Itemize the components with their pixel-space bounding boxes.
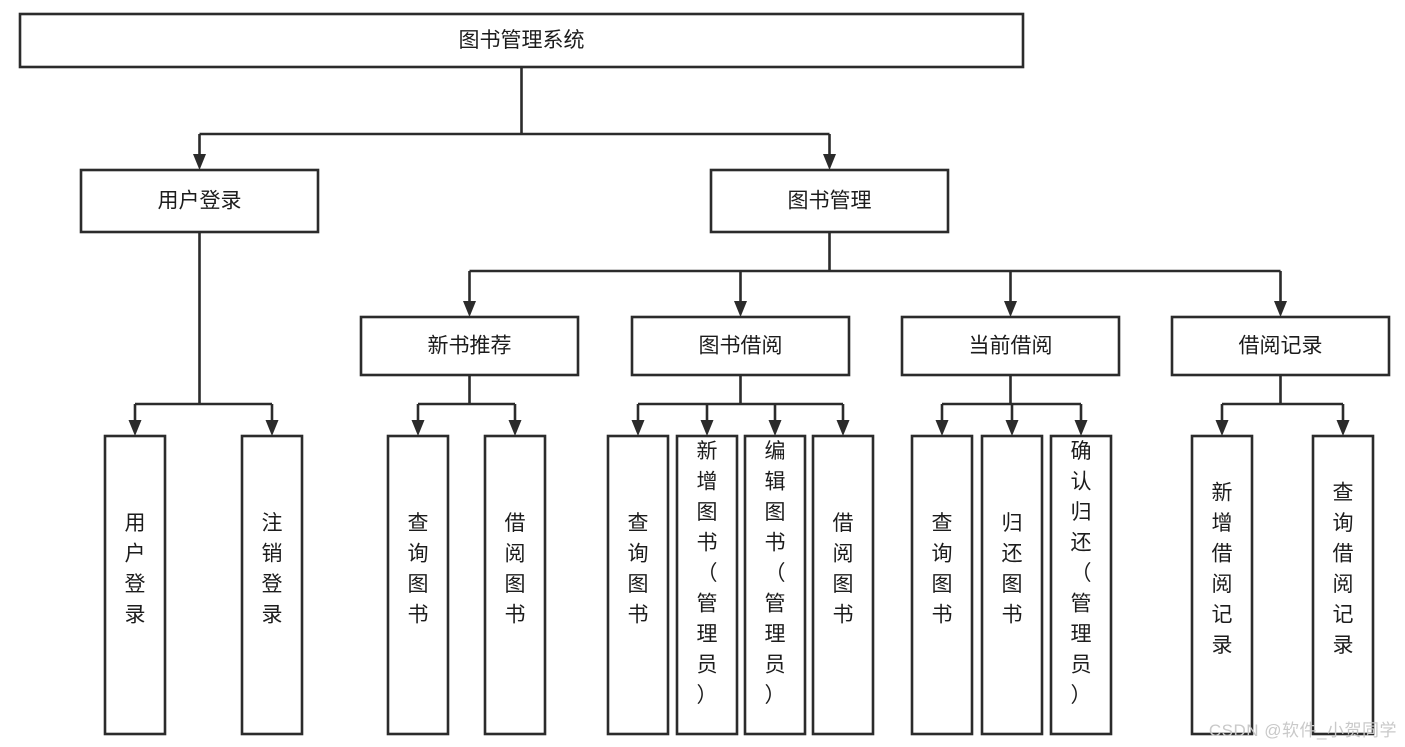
node-level2-current-borrow[interactable]: 当前借阅: [900, 315, 1121, 377]
node-leaf-leaf-add-book-admin[interactable]: 新增图书（管理员）: [675, 434, 739, 736]
node-box[interactable]: [1170, 315, 1391, 377]
node-leaf-leaf-edit-book-admin[interactable]: 编辑图书（管理员）: [743, 434, 807, 736]
node-box[interactable]: [709, 168, 950, 234]
node-box[interactable]: [910, 434, 974, 736]
node-label: 图书管理: [788, 190, 872, 213]
node-level2-new-book-recommend[interactable]: 新书推荐: [359, 315, 580, 377]
node-box[interactable]: [675, 434, 739, 736]
node-label: 查询图书: [932, 512, 953, 627]
node-box[interactable]: [630, 315, 851, 377]
arrow-head-icon: [411, 420, 425, 436]
node-label: 图书借阅: [699, 335, 783, 358]
node-label: 借阅记录: [1239, 335, 1323, 358]
arrow-head-icon: [734, 301, 747, 317]
node-leaf-leaf-borrow-book-recommend[interactable]: 借阅图书: [483, 434, 547, 736]
node-label: 注销登录: [262, 512, 283, 627]
node-box[interactable]: [1190, 434, 1254, 736]
node-label: 查询借阅记录: [1333, 482, 1354, 658]
node-box[interactable]: [980, 434, 1044, 736]
node-label: 编辑图书（管理员）: [765, 440, 786, 707]
node-leaf-leaf-borrow-book[interactable]: 借阅图书: [811, 434, 875, 736]
connector-group: [411, 375, 522, 436]
arrow-head-icon: [463, 301, 476, 317]
node-label: 当前借阅: [969, 335, 1053, 358]
arrow-head-icon: [823, 154, 836, 170]
connector-group: [463, 232, 1287, 317]
node-box[interactable]: [1311, 434, 1375, 736]
node-leaf-leaf-user-login[interactable]: 用户登录: [103, 434, 167, 736]
arrow-head-icon: [768, 420, 782, 436]
arrow-head-icon: [1336, 420, 1350, 436]
node-box[interactable]: [359, 315, 580, 377]
node-label: 确认归还（管理员）: [1071, 440, 1092, 707]
node-leaf-leaf-user-logout[interactable]: 注销登录: [240, 434, 304, 736]
node-label: 图书管理系统: [459, 29, 585, 52]
node-label: 归还图书: [1002, 512, 1023, 627]
connector-group: [193, 67, 836, 170]
node-leaf-leaf-query-book-current[interactable]: 查询图书: [910, 434, 974, 736]
node-leaf-leaf-confirm-return-admin[interactable]: 确认归还（管理员）: [1049, 434, 1113, 736]
node-leaf-leaf-add-borrow-record[interactable]: 新增借阅记录: [1190, 434, 1254, 736]
arrow-head-icon: [1004, 301, 1017, 317]
connector-group: [631, 375, 850, 436]
node-leaf-leaf-query-borrow-record[interactable]: 查询借阅记录: [1311, 434, 1375, 736]
node-box[interactable]: [606, 434, 670, 736]
node-label: 用户登录: [158, 190, 242, 213]
node-box[interactable]: [483, 434, 547, 736]
node-box[interactable]: [18, 12, 1025, 69]
csdn-watermark: CSDN @软件_小贺同学: [1208, 721, 1397, 740]
nodes-layer: 图书管理系统用户登录图书管理新书推荐图书借阅当前借阅借阅记录用户登录注销登录查询…: [18, 12, 1391, 736]
node-box[interactable]: [900, 315, 1121, 377]
node-box[interactable]: [240, 434, 304, 736]
node-label: 借阅图书: [833, 512, 854, 627]
arrow-head-icon: [128, 420, 142, 436]
node-level1-book-manage[interactable]: 图书管理: [709, 168, 950, 234]
node-box[interactable]: [811, 434, 875, 736]
node-label: 新书推荐: [428, 335, 512, 358]
node-label: 新增图书（管理员）: [697, 440, 718, 707]
node-label: 借阅图书: [505, 512, 526, 627]
node-label: 新增借阅记录: [1212, 482, 1233, 658]
arrow-head-icon: [1215, 420, 1229, 436]
node-label: 用户登录: [125, 512, 146, 627]
arrow-head-icon: [1005, 420, 1019, 436]
arrow-head-icon: [508, 420, 522, 436]
arrow-head-icon: [631, 420, 645, 436]
node-leaf-leaf-return-book[interactable]: 归还图书: [980, 434, 1044, 736]
node-box[interactable]: [1049, 434, 1113, 736]
arrow-head-icon: [935, 420, 949, 436]
node-leaf-leaf-query-book-borrow[interactable]: 查询图书: [606, 434, 670, 736]
arrow-head-icon: [700, 420, 714, 436]
arrow-head-icon: [836, 420, 850, 436]
connector-group: [935, 375, 1088, 436]
node-box[interactable]: [386, 434, 450, 736]
node-label: 查询图书: [408, 512, 429, 627]
node-level2-borrow-record[interactable]: 借阅记录: [1170, 315, 1391, 377]
node-level2-book-borrow[interactable]: 图书借阅: [630, 315, 851, 377]
arrow-head-icon: [265, 420, 279, 436]
arrow-head-icon: [1074, 420, 1088, 436]
node-level1-user-login[interactable]: 用户登录: [79, 168, 320, 234]
arrow-head-icon: [1274, 301, 1287, 317]
node-box[interactable]: [79, 168, 320, 234]
connectors-layer: [128, 67, 1350, 436]
connector-group: [128, 232, 279, 436]
connector-group: [1215, 375, 1350, 436]
node-label: 查询图书: [628, 512, 649, 627]
node-box[interactable]: [103, 434, 167, 736]
node-root-root[interactable]: 图书管理系统: [18, 12, 1025, 69]
arrow-head-icon: [193, 154, 206, 170]
node-leaf-leaf-query-book-recommend[interactable]: 查询图书: [386, 434, 450, 736]
node-box[interactable]: [743, 434, 807, 736]
